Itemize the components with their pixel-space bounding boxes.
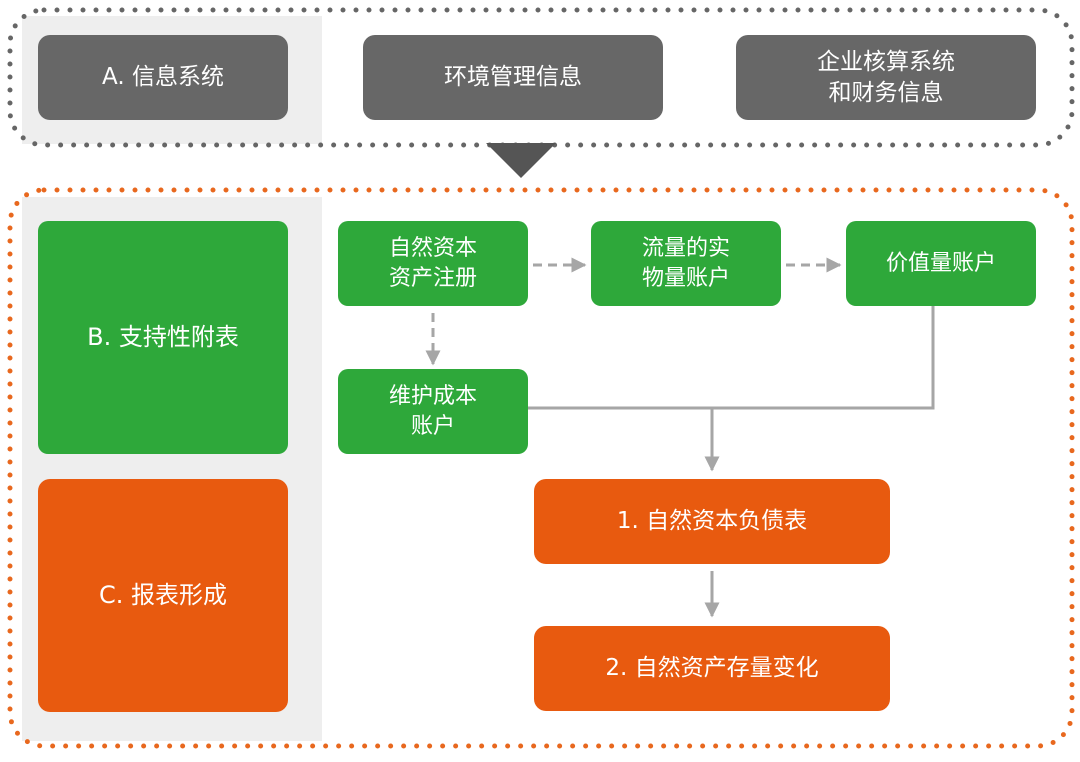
section-flow-arrow [486, 143, 556, 178]
accounting-finance-info-box: 企业核算系统 和财务信息 [736, 35, 1036, 120]
env-management-info-box: 环境管理信息 [363, 35, 663, 120]
physical-flow-account-box: 流量的实 物量账户 [591, 221, 781, 306]
value-account-box: 价值量账户 [846, 221, 1036, 306]
maintenance-cost-account-box: 维护成本 账户 [338, 369, 528, 454]
natural-capital-balance-sheet-box: 1. 自然资本负债表 [534, 479, 890, 564]
supporting-schedules-label-box: B. 支持性附表 [38, 221, 288, 454]
natural-capital-asset-register-box: 自然资本 资产注册 [338, 221, 528, 306]
report-formation-label-box: C. 报表形成 [38, 479, 288, 712]
connector-value-account [712, 306, 935, 410]
info-system-label-box: A. 信息系统 [38, 35, 288, 120]
natural-asset-stock-change-box: 2. 自然资产存量变化 [534, 626, 890, 711]
